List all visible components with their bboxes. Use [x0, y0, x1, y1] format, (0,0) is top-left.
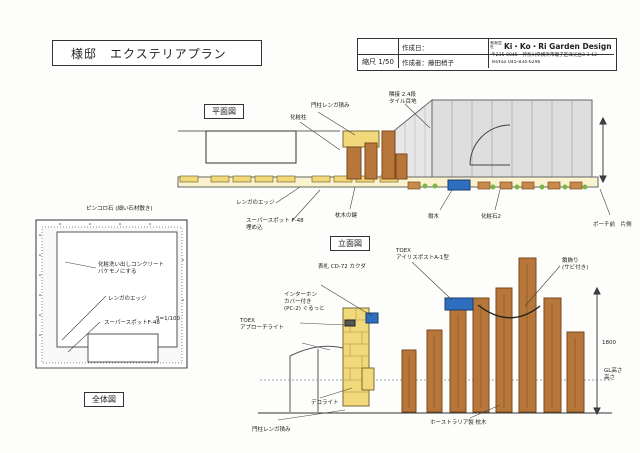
note-ground-height: GL高さ 高さ	[604, 368, 623, 381]
note-height: 1800	[602, 340, 616, 346]
note-sleeper-pole: スーパースポット F-48 埋め込	[246, 218, 304, 231]
note-brick-edge: レンガのエッジ	[236, 200, 275, 206]
company-tel: Tel/Fax 045-834-6296	[491, 60, 541, 65]
title-box: 様邸 エクステリアプラン	[52, 40, 262, 66]
note-wood-edge: 枕木の鍵	[335, 213, 358, 219]
title-block: 作成日： 縮尺 1/50 作成者：藤田梢子 有限会社 Ki・Ko・Ri Gard…	[357, 38, 617, 71]
overall-view	[35, 219, 188, 369]
plan-view	[177, 98, 611, 222]
note-deco-light: デコライト	[311, 400, 339, 406]
note-ornament: 化粧石2	[481, 214, 501, 220]
note-scale-ratio: S=1/100	[156, 316, 180, 322]
date-label: 作成日：	[402, 44, 428, 52]
company-address: 〒235-0045 神奈川県横浜市磯子区洋光台3-3-12	[491, 53, 598, 58]
company-prefix: 有限会社	[490, 41, 502, 49]
note-nameplate: 表札 CD-72 カクダ	[318, 264, 366, 270]
note-fence: ホーストラリア製 枕木	[430, 420, 487, 426]
note-overall-brick-edge: レンガのエッジ	[108, 296, 147, 302]
note-post: TOEX アイリスポストA-1型	[396, 248, 449, 261]
overall-view-label: 全体図	[84, 392, 124, 407]
note-intercom: インターホン カバー付き (PC-2) ぐるっと	[284, 292, 325, 312]
page-title: 様邸 エクステリアプラン	[71, 46, 227, 61]
note-parallel-border: 隣接 2.4段 タイル目地	[389, 92, 417, 105]
author-label: 作成者：藤田梢子	[402, 59, 454, 67]
house-outline	[205, 130, 297, 164]
note-porch: ポーチ前 片側	[593, 222, 632, 228]
note-overall-top: ピンコロ石 (細い石材敷き)	[86, 206, 153, 212]
company-name: Ki・Ko・Ri Garden Design	[504, 42, 612, 51]
note-planting: 樹木	[428, 214, 440, 220]
sleeper-fence	[401, 257, 585, 413]
note-lamp: TOEX アプローチライト	[240, 318, 285, 331]
note-gate-pillar: 門柱レンガ積み	[311, 103, 350, 109]
note-gate-brick: 門柱レンガ積み	[252, 427, 291, 433]
scale-label: 縮尺 1/50	[362, 58, 394, 66]
note-overall-sleeper: スーパースポットF-48	[104, 320, 160, 326]
elevation-view-label: 立面図	[330, 236, 370, 251]
elevation-view	[258, 257, 612, 421]
plan-view-label: 平面図	[204, 104, 244, 119]
brick-gate-pillar	[342, 307, 379, 407]
note-chain: 鎖飾り (サビ付き)	[562, 258, 589, 271]
note-cut-cut: 化粧柱	[290, 115, 307, 121]
note-overall-concrete: 化粧洗い出しコンクリート バケモノにする	[98, 262, 165, 275]
